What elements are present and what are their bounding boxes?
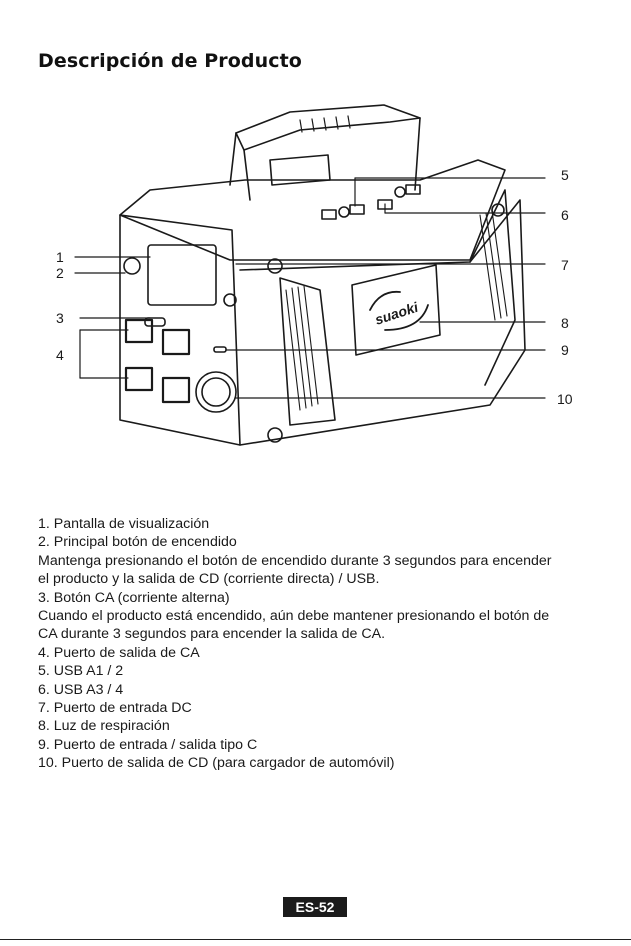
usb-a2 [349, 204, 365, 215]
ac-button [144, 317, 166, 327]
desc-line: 3. Botón CA (corriente alterna) [38, 589, 230, 606]
ac-outlet-3 [124, 366, 154, 392]
display-screen [147, 244, 217, 306]
callout-9: 9 [561, 342, 569, 358]
usb-a1 [321, 209, 337, 220]
car-charger-port [195, 371, 237, 413]
callout-2: 2 [56, 265, 64, 281]
desc-line: 1. Pantalla de visualización [38, 516, 210, 532]
desc-line: 5. USB A1 / 2 [38, 663, 124, 680]
desc-line: 7. Puerto de entrada DC [38, 700, 192, 717]
leader-lines [74, 177, 546, 399]
callout-1: 1 [56, 249, 64, 265]
callout-5: 5 [561, 167, 569, 183]
desc-line: Mantenga presionando el botón de encendi… [38, 552, 552, 569]
callout-4: 4 [56, 347, 64, 363]
logo-badge [351, 264, 441, 356]
callout-7: 7 [561, 257, 569, 273]
description-text: 1. Pantalla de visualización 2. Principa… [38, 515, 608, 773]
desc-line: CA durante 3 segundos para encender la s… [38, 626, 386, 643]
page-title: Descripción de Producto [38, 50, 302, 72]
power-station-illustration: suaoki 1 2 3 4 5 6 7 8 9 10 [56, 104, 573, 446]
desc-line: Cuando el producto está encendido, aún d… [38, 608, 550, 625]
bottom-divider [0, 939, 631, 940]
callout-3: 3 [56, 310, 64, 326]
desc-line: 10. Puerto de salida de CD (para cargado… [38, 755, 395, 772]
type-c-port [213, 346, 227, 353]
desc-line: 2. Principal botón de encendido [38, 534, 237, 551]
usb-a4 [405, 184, 421, 195]
desc-line: el producto y la salida de CD (corriente… [38, 571, 380, 588]
side-face [239, 199, 526, 446]
desc-line: 8. Luz de respiración [38, 718, 170, 735]
desc-line: 6. USB A3 / 4 [38, 681, 124, 698]
dc-input-port [223, 293, 237, 307]
ac-outlet-1 [124, 318, 154, 344]
callout-10: 10 [557, 391, 573, 407]
handle-drawing [229, 104, 421, 201]
callout-8: 8 [561, 315, 569, 331]
callout-6: 6 [561, 207, 569, 223]
page-number-badge: ES-52 [283, 897, 347, 917]
top-surface [119, 159, 506, 261]
ac-outlet-2 [161, 328, 191, 356]
power-button [123, 257, 141, 275]
desc-line: 9. Puerto de entrada / salida tipo C [38, 736, 258, 753]
ac-outlet-4 [161, 376, 191, 404]
desc-line: 4. Puerto de salida de CA [38, 644, 200, 661]
